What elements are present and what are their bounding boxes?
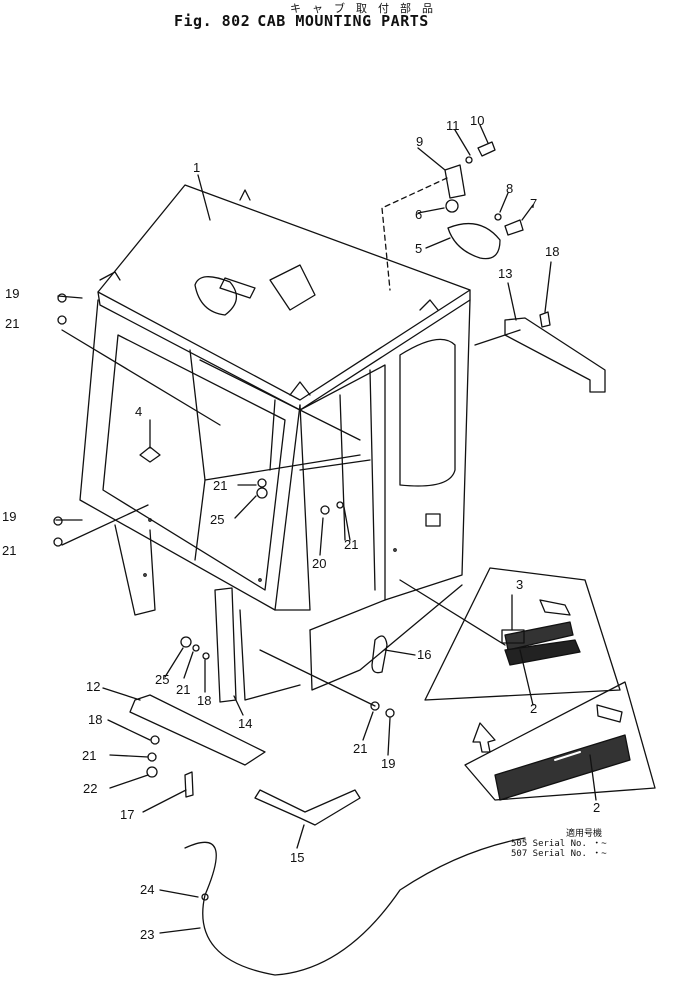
title-japanese: キャブ取付部品 xyxy=(290,2,444,15)
callout-23: 23 xyxy=(140,927,154,942)
callout-21b: 21 xyxy=(2,543,16,558)
callout-20: 20 xyxy=(312,556,326,571)
callout-21e: 21 xyxy=(176,682,190,697)
part-12-plate xyxy=(129,694,266,766)
part-17-clip xyxy=(184,771,194,798)
callout-12: 12 xyxy=(86,679,100,694)
callout-19b: 19 xyxy=(2,509,16,524)
serial-line-1: 505 Serial No. ・~ xyxy=(511,839,607,849)
part-18-clip-right xyxy=(539,311,551,328)
callout-21a: 21 xyxy=(5,316,19,331)
callout-6: 6 xyxy=(415,207,422,222)
callout-10: 10 xyxy=(470,113,484,128)
callout-7: 7 xyxy=(530,196,537,211)
figure-number: Fig. 802 xyxy=(174,12,251,30)
callout-21f: 21 xyxy=(82,748,96,763)
callout-19c: 19 xyxy=(381,756,395,771)
callout-21c: 21 xyxy=(213,478,227,493)
callout-22: 22 xyxy=(83,781,97,796)
callout-9: 9 xyxy=(416,134,423,149)
callout-25b: 25 xyxy=(155,672,169,687)
callout-2b: 2 xyxy=(593,800,600,815)
cab-body xyxy=(79,184,471,701)
callout-5: 5 xyxy=(415,241,422,256)
figure-caption: CAB MOUNTING PARTS xyxy=(257,12,429,30)
callout-labels: 1 2 2 3 4 5 6 7 8 9 10 11 12 13 14 15 16… xyxy=(2,113,600,942)
callout-17: 17 xyxy=(120,807,134,822)
callout-14: 14 xyxy=(238,716,252,731)
part-13-bracket xyxy=(504,317,606,393)
decal-panel-2 xyxy=(464,681,656,801)
callout-19a: 19 xyxy=(5,286,19,301)
serial-line-2: 507 Serial No. ・~ xyxy=(511,849,607,859)
callout-16: 16 xyxy=(417,647,431,662)
callout-3: 3 xyxy=(516,577,523,592)
part-23-cable xyxy=(184,837,526,976)
callout-2a: 2 xyxy=(530,701,537,716)
callout-13: 13 xyxy=(498,266,512,281)
decal-panel-1 xyxy=(424,567,621,701)
callout-21d: 21 xyxy=(344,537,358,552)
part-4-plate xyxy=(139,446,161,463)
callout-21g: 21 xyxy=(353,741,367,756)
part-14-bracket xyxy=(214,587,237,703)
part-16-handle xyxy=(371,635,388,674)
callout-11: 11 xyxy=(446,118,460,133)
callout-4: 4 xyxy=(135,404,142,419)
part-15-step xyxy=(254,789,361,826)
callout-18b: 18 xyxy=(197,693,211,708)
callout-8: 8 xyxy=(506,181,513,196)
hinge-assembly xyxy=(444,141,524,260)
hidden-line xyxy=(381,177,448,291)
callout-1: 1 xyxy=(193,160,200,175)
callout-15: 15 xyxy=(290,850,304,865)
callout-18c: 18 xyxy=(88,712,102,727)
figure-title: Fig. 802 CAB MOUNTING PARTS xyxy=(174,12,436,30)
callout-24: 24 xyxy=(140,882,154,897)
callout-25a: 25 xyxy=(210,512,224,527)
serial-header: 適用号機 xyxy=(566,829,603,839)
callout-18a: 18 xyxy=(545,244,559,259)
